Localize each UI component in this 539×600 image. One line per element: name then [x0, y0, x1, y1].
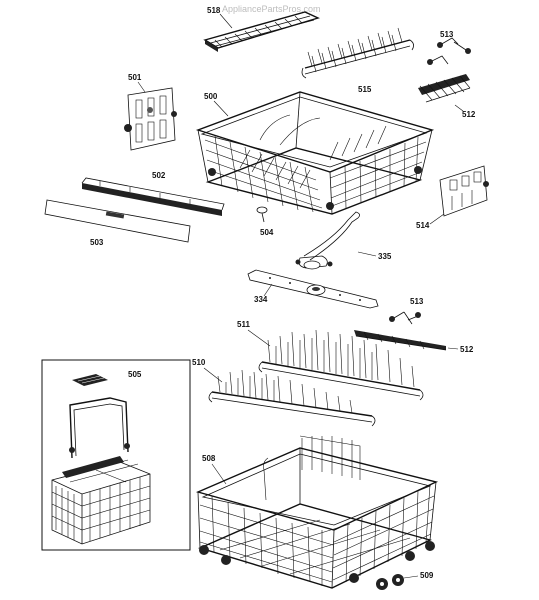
label-505: 505	[128, 370, 142, 379]
label-514: 514	[416, 221, 430, 230]
part-512-rack-mid[interactable]	[354, 330, 447, 351]
part-511-tine-row[interactable]	[258, 329, 424, 401]
part-335-conduit[interactable]	[295, 211, 360, 270]
part-502-rail[interactable]	[81, 177, 225, 216]
part-510-tine-row[interactable]	[208, 369, 376, 427]
leader-514	[429, 213, 445, 225]
part-513-clips-top[interactable]	[427, 37, 471, 65]
label-503: 503	[90, 238, 104, 247]
part-504-clip[interactable]	[256, 206, 268, 223]
label-515: 515	[358, 85, 372, 94]
label-512-top: 512	[462, 110, 476, 119]
label-513-top: 513	[440, 30, 454, 39]
label-509: 509	[420, 571, 434, 580]
label-502: 502	[152, 171, 166, 180]
leader-518	[219, 13, 233, 29]
leader-334	[263, 283, 273, 297]
part-505-basket-inset[interactable]	[41, 359, 191, 551]
leader-512-mid	[447, 347, 459, 350]
leader-508	[211, 463, 227, 485]
part-508-lower-rack[interactable]	[195, 435, 439, 589]
label-518: 518	[207, 6, 221, 15]
part-515-tine-row[interactable]	[301, 27, 414, 79]
leader-500	[213, 100, 229, 117]
leader-501	[137, 81, 146, 93]
leader-511	[247, 329, 271, 347]
label-504: 504	[260, 228, 274, 237]
leader-335	[357, 251, 377, 257]
leader-510	[203, 367, 223, 383]
part-501-bracket[interactable]	[124, 87, 177, 151]
leader-512-top	[454, 104, 464, 112]
part-514-bracket[interactable]	[439, 165, 489, 217]
label-513-mid: 513	[410, 297, 424, 306]
part-518-shelf[interactable]	[203, 11, 320, 52]
part-513-clips-mid[interactable]	[389, 311, 421, 325]
label-512-mid: 512	[460, 345, 474, 354]
watermark-text: AppliancePartsPros.com	[222, 4, 321, 14]
label-501: 501	[128, 73, 142, 82]
part-334-spray-arm[interactable]	[247, 269, 379, 309]
part-503-trim[interactable]	[44, 199, 191, 243]
part-500-upper-rack[interactable]	[195, 91, 435, 215]
label-511: 511	[237, 320, 250, 329]
leader-509	[403, 575, 419, 579]
part-512-rack-top[interactable]	[418, 74, 471, 103]
label-508: 508	[202, 454, 216, 463]
label-510: 510	[192, 358, 206, 367]
label-335: 335	[378, 252, 392, 261]
label-334: 334	[254, 295, 268, 304]
part-509-wheels[interactable]	[376, 574, 404, 590]
label-500: 500	[204, 92, 218, 101]
